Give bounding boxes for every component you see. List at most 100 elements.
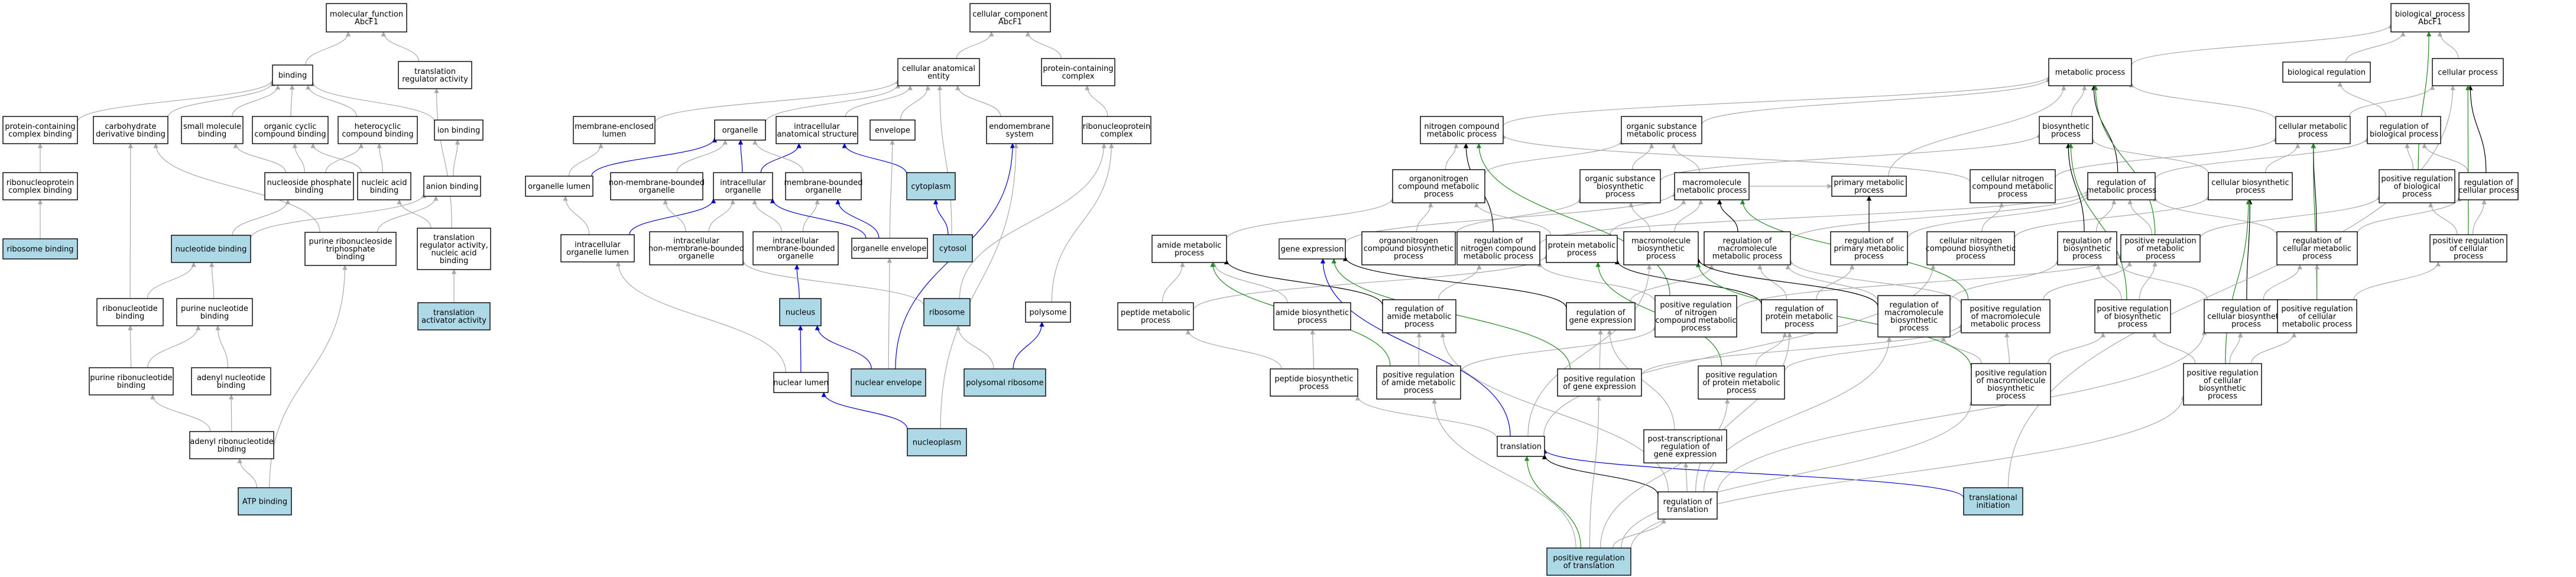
go-node-binding[interactable]: binding xyxy=(272,64,313,86)
go-node-anb[interactable]: anion binding xyxy=(423,176,481,197)
go-node-nucb[interactable]: nucleotide binding xyxy=(171,235,251,263)
go-node-rmbp[interactable]: regulation ofmacromoleculebiosyntheticpr… xyxy=(1877,295,1951,338)
go-node-inmbo[interactable]: intracellularnon-membrane-boundedorganel… xyxy=(648,231,744,265)
go-node-ribb[interactable]: ribosome binding xyxy=(2,238,78,260)
go-node-ge[interactable]: gene expression xyxy=(1279,238,1346,260)
go-node-ol[interactable]: organelle lumen xyxy=(525,176,593,197)
go-node-atpb[interactable]: ATP binding xyxy=(238,487,292,516)
go-node-polysome[interactable]: polysome xyxy=(1025,302,1071,323)
go-node-nucleus[interactable]: nucleus xyxy=(779,298,822,326)
go-node-metp[interactable]: metabolic process xyxy=(2048,58,2132,86)
go-node-organelle[interactable]: organelle xyxy=(714,119,766,141)
go-node-ribosome[interactable]: ribosome xyxy=(923,298,971,326)
go-node-cellp[interactable]: cellular process xyxy=(2432,58,2504,86)
go-node-ionb[interactable]: ion binding xyxy=(434,119,484,141)
go-node-nl[interactable]: nuclear lumen xyxy=(773,372,829,393)
go-node-cytoplasm[interactable]: cytoplasm xyxy=(906,172,956,200)
go-node-ne[interactable]: nuclear envelope xyxy=(851,368,926,397)
go-node-cytosol[interactable]: cytosol xyxy=(933,234,973,262)
go-node-breg[interactable]: biological regulation xyxy=(2282,61,2371,83)
go-node-oe[interactable]: organelle envelope xyxy=(851,238,928,259)
go-node-pr[interactable]: polysomal ribosome xyxy=(963,368,1046,397)
go-node-envelope[interactable]: envelope xyxy=(870,119,916,141)
go-node-translation[interactable]: translation xyxy=(1497,436,1545,457)
